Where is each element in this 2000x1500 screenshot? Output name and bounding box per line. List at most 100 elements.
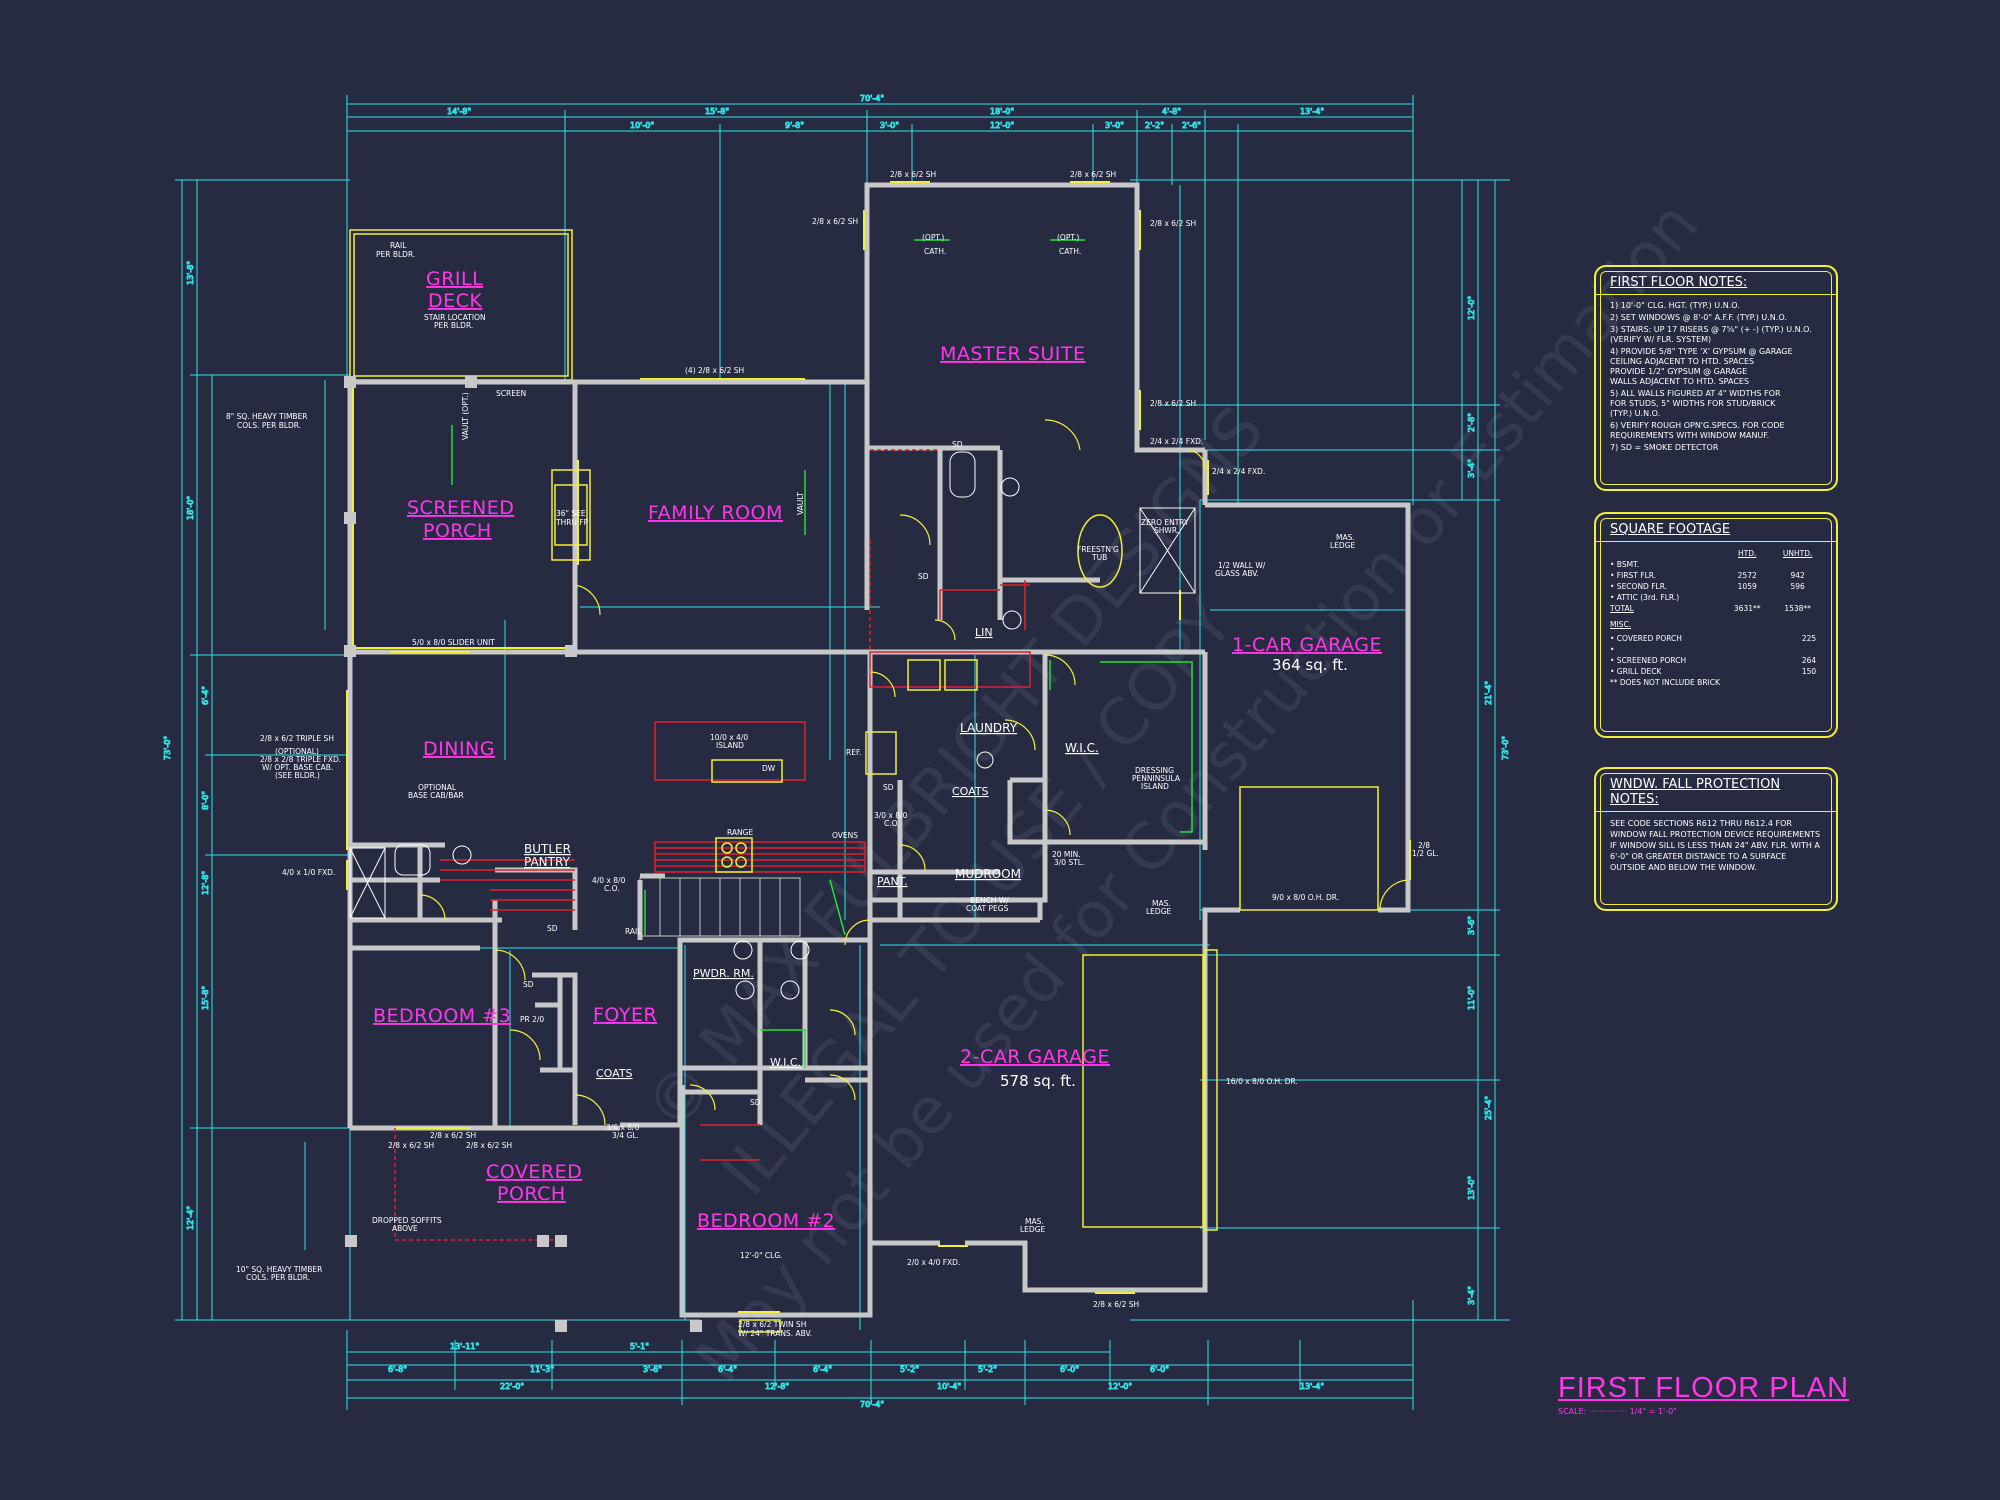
sf-misc-val: 225 [1801, 634, 1817, 643]
room-butler-pantry-2: PANTRY [524, 855, 571, 869]
room-covered-porch-1: COVERED [486, 1161, 582, 1183]
dim-bottom-d: 12'-0" [1108, 1382, 1132, 1391]
note-zero-entry-1: ZERO ENTRY [1141, 518, 1189, 527]
note-fp-1: 36" SEE [556, 509, 586, 518]
sf-misc-row: • COVERED PORCH [1610, 634, 1682, 643]
room-garage-1: 1-CAR GARAGE [1232, 634, 1382, 656]
note-item-7: 7) SD = SMOKE DETECTOR [1610, 443, 1719, 452]
room-coats-laundry: COATS [952, 785, 989, 798]
note-mas-ledge1-a: MAS. [1336, 533, 1355, 542]
note-dressing-1: DRESSING [1135, 766, 1174, 775]
note-co38-1: 3/0 x 8/0 [874, 811, 908, 820]
note-slider: 5/0 x 8/0 SLIDER UNIT [412, 638, 495, 647]
room-wic-master: W.I.C. [1065, 741, 1099, 755]
note-cath2-b: CATH. [1059, 247, 1081, 256]
sf-row-htd [1723, 592, 1771, 603]
room-pant: PANT. [877, 875, 908, 888]
dim-bottom-m: 6'-0" [1060, 1365, 1079, 1374]
square-footage-title: SQUARE FOOTAGE [1596, 514, 1836, 542]
note-garage1-door: 9/0 x 8/0 O.H. DR. [1272, 893, 1339, 902]
watermark-line-3: May not be used for Construction or Esti… [682, 188, 1713, 1396]
sf-row-unhtd [1771, 559, 1824, 570]
note-half-gl-1: 2/8 [1418, 841, 1430, 850]
note-item-1: 1) 10'-0" CLG. HGT. (TYP.) U.N.O. [1610, 301, 1740, 310]
room-garage-2: 2-CAR GARAGE [960, 1046, 1110, 1068]
note-sd-3: SD [883, 783, 894, 792]
garage-1-car [1239, 786, 1379, 911]
note-opt-triple-2: 2/8 x 2/8 TRIPLE FXD. [260, 755, 341, 764]
dim-left-d: 8'-0" [201, 791, 210, 810]
note-half-gl-2: 1/2 GL. [1412, 849, 1439, 858]
dim-top-j: 3'-0" [1105, 121, 1124, 130]
room-bedroom-3: BEDROOM #3 [373, 1005, 511, 1027]
note-4-windows: (4) 2/8 x 6/2 SH [685, 366, 744, 375]
note-item-2: 2) SET WINDOWS @ 8'-0" A.F.F. (TYP.) U.N… [1610, 313, 1787, 322]
note-min-stl-1: 20 MIN. [1052, 850, 1081, 859]
note-rail-2: PER BLDR. [376, 250, 415, 259]
dim-top-h: 3'-0" [880, 121, 899, 130]
dim-bottom-o: 13'-11" [450, 1342, 479, 1351]
dim-top-k: 2'-2" [1145, 121, 1164, 130]
sf-row-unhtd [1771, 592, 1824, 603]
sf-header-htd: HTD. [1738, 549, 1757, 558]
note-timber10-1: 10" SQ. HEAVY TIMBER [236, 1265, 322, 1274]
room-grill-deck-1: GRILL [426, 268, 483, 290]
timber-columns [344, 376, 702, 1332]
note-mas-ledge2-a: MAS. [1152, 899, 1171, 908]
note-stair-loc-2: PER BLDR. [434, 321, 473, 330]
note-master-sh-1: 2/8 x 6/2 SH [890, 170, 936, 179]
note-co38-2: C.O. [884, 819, 900, 828]
note-front-door-2: 3/4 GL. [612, 1131, 639, 1140]
fixtures [551, 469, 1123, 1333]
note-co48-1: 4/0 x 8/0 [592, 876, 626, 885]
vault-arrows [451, 239, 1193, 1068]
note-island-1: 10/0 x 4/0 [710, 733, 748, 742]
dimension-lines: 70'-4" 14'-8" 15'-8" 18'-0" 4'-8" 13'-4"… [163, 94, 1511, 1410]
dim-bottom-l: 5'-2" [978, 1365, 997, 1374]
note-clg-bed2: 12'-0" CLG. [740, 1251, 783, 1260]
note-opt-triple-4: (SEE BLDR.) [275, 771, 320, 780]
dim-right-h: 13'-0" [1467, 1176, 1476, 1200]
dim-top-d: 4'-8" [1162, 107, 1181, 116]
sf-header-unhtd: UNHTD. [1782, 549, 1813, 558]
sf-misc-row: • SCREENED PORCH [1610, 656, 1687, 665]
dim-right-a: 12'-0" [1467, 296, 1476, 320]
note-opt-triple-1: (OPTIONAL) [275, 747, 319, 756]
note-ovens: OVENS [832, 831, 858, 840]
note-fxd-bot: 2/0 x 4/0 FXD. [907, 1258, 960, 1267]
note-zero-entry-2: SHWR. [1154, 526, 1179, 535]
note-fp-2: THRU FP [555, 518, 589, 527]
sf-misc-val: 264 [1801, 656, 1817, 665]
sf-misc-val [1794, 677, 1824, 688]
note-item-4: 4) PROVIDE 5/8" TYPE 'X' GYPSUM @ GARAGE… [1610, 347, 1793, 386]
note-item-6: 6) VERIFY ROUGH OPN'G.SPECS. FOR CODE RE… [1610, 421, 1785, 440]
window-fall-notes-title: WNDW. FALL PROTECTION NOTES: [1596, 769, 1836, 812]
note-timber-2: COLS. PER BLDR. [237, 421, 301, 430]
note-master-sh-5: 2/8 x 6/2 SH [1150, 399, 1196, 408]
dim-left-overall: 73'-0" [163, 736, 172, 760]
note-opt-triple-3: W/ OPT. BASE CAB. [262, 763, 333, 772]
dim-bottom-e: 13'-4" [1300, 1382, 1324, 1391]
dim-bottom-c: 10'-4" [937, 1382, 961, 1391]
note-bed3-sh2: 2/8 x 6/2 SH [388, 1141, 434, 1150]
note-min-stl-2: 3/0 STL. [1054, 858, 1084, 867]
garage-doors [1082, 786, 1379, 1231]
first-floor-notes-panel: FIRST FLOOR NOTES: 1) 10'-0" CLG. HGT. (… [1594, 265, 1838, 491]
note-garage2-sh: 2/8 x 6/2 SH [1093, 1300, 1139, 1309]
sf-misc-row: • GRILL DECK [1610, 667, 1662, 676]
garage-2-car [1082, 954, 1204, 1228]
drawing-scale: SCALE: ··············· 1/4" = 1'-0" [1558, 1407, 1677, 1416]
sf-row-unhtd: 942 [1790, 571, 1805, 580]
note-dressing-2: PENNINSULA [1132, 774, 1181, 783]
sf-row-htd: 2572 [1737, 571, 1757, 580]
room-butler-pantry-1: BUTLER [524, 842, 571, 856]
room-family-room: FAMILY ROOM [648, 502, 783, 524]
note-bed3-sh1: 2/8 x 6/2 SH [430, 1131, 476, 1140]
dim-bottom-overall: 70'-4" [860, 1400, 884, 1409]
room-lin: LIN [975, 626, 993, 639]
dim-right-g: 25'-4" [1484, 1096, 1493, 1120]
room-coats-foyer: COATS [596, 1067, 633, 1080]
note-fxd-24-1: 2/4 x 2/4 FXD. [1150, 437, 1203, 446]
